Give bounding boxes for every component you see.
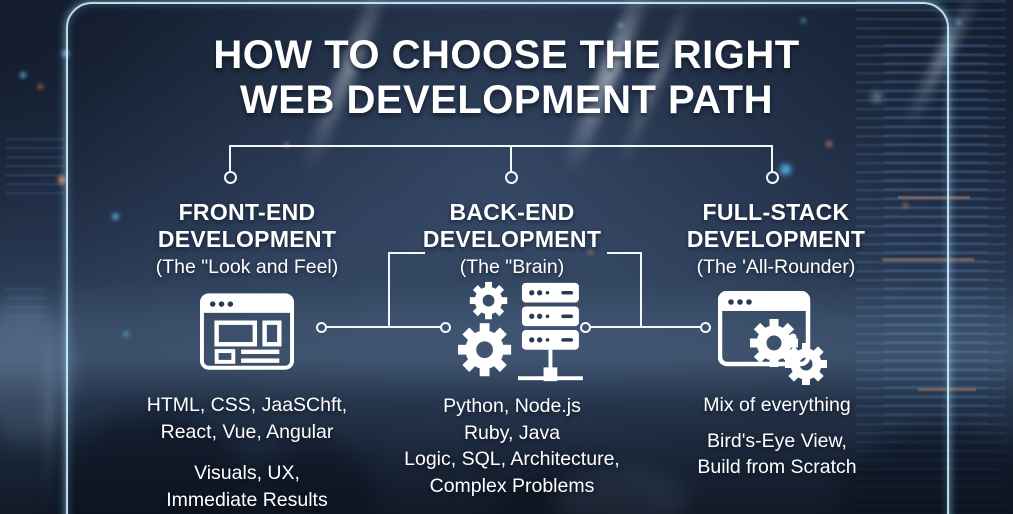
back-end-skills: Python, Node.js Ruby, Java Logic, SQL, A… [404, 395, 620, 497]
back-end-heading-line2: DEVELOPMENT [422, 226, 602, 252]
tree-connector-terminal [224, 171, 237, 184]
tree-connector-drop-right [771, 145, 773, 173]
full-stack-subtitle: (The 'All-Rounder) [696, 256, 856, 278]
chain-terminal [316, 322, 327, 333]
page-title: HOW TO CHOOSE THE RIGHT WEB DEVELOPMENT … [0, 33, 1013, 123]
full-stack-heading-line1: FULL-STACK [702, 199, 850, 225]
back-end-heading-line1: BACK-END [449, 199, 575, 225]
back-end-body-text: Python, Node.js Ruby, Java Logic, SQL, A… [382, 393, 642, 499]
full-stack-traits: Bird's-Eye View, Build from Scratch [697, 429, 857, 479]
column-header-front-end: FRONT-END DEVELOPMENT (The "Look and Fee… [127, 199, 367, 279]
front-end-heading-line1: FRONT-END [178, 199, 316, 225]
front-end-skills: HTML, CSS, JaaSChft, React, Vue, Angular [146, 394, 348, 443]
column-header-full-stack: FULL-STACK DEVELOPMENT (The 'All-Rounder… [656, 199, 896, 279]
tree-connector-terminal [505, 171, 518, 184]
tree-connector-drop-left [229, 145, 231, 173]
column-header-back-end: BACK-END DEVELOPMENT (The "Brain) [392, 199, 632, 279]
browser-wireframe-icon [200, 293, 294, 370]
tree-connector-horizontal [230, 145, 773, 147]
chain-connector-right [591, 326, 701, 328]
tree-connector-drop-center [510, 145, 512, 173]
chain-terminal [580, 322, 591, 333]
chain-terminal [700, 322, 711, 333]
full-stack-skills: Mix of everything [703, 394, 851, 416]
chain-tee-vertical-left [388, 252, 390, 327]
chain-terminal [440, 322, 451, 333]
chain-tee-horizontal-left [388, 252, 425, 254]
front-end-heading-line2: DEVELOPMENT [157, 226, 337, 252]
page-title-line1: HOW TO CHOOSE THE RIGHT [213, 33, 800, 77]
front-end-subtitle: (The "Look and Feel) [155, 256, 339, 278]
front-end-body-text: HTML, CSS, JaaSChft, React, Vue, Angular… [117, 392, 377, 513]
gears-server-icon [449, 277, 587, 390]
full-stack-body-text: Mix of everything Bird's-Eye View, Build… [647, 392, 907, 481]
chain-tee-vertical-right [640, 252, 642, 327]
back-end-subtitle: (The "Brain) [459, 256, 565, 278]
chain-tee-horizontal-right [607, 252, 642, 254]
front-end-traits: Visuals, UX, Immediate Results [166, 462, 328, 511]
full-stack-heading-line2: DEVELOPMENT [686, 226, 866, 252]
tree-connector-terminal [766, 171, 779, 184]
glow-frame [66, 2, 949, 514]
chain-connector-left [327, 326, 441, 328]
page-title-line2: WEB DEVELOPMENT PATH [240, 78, 773, 122]
browser-gears-icon [718, 291, 842, 388]
